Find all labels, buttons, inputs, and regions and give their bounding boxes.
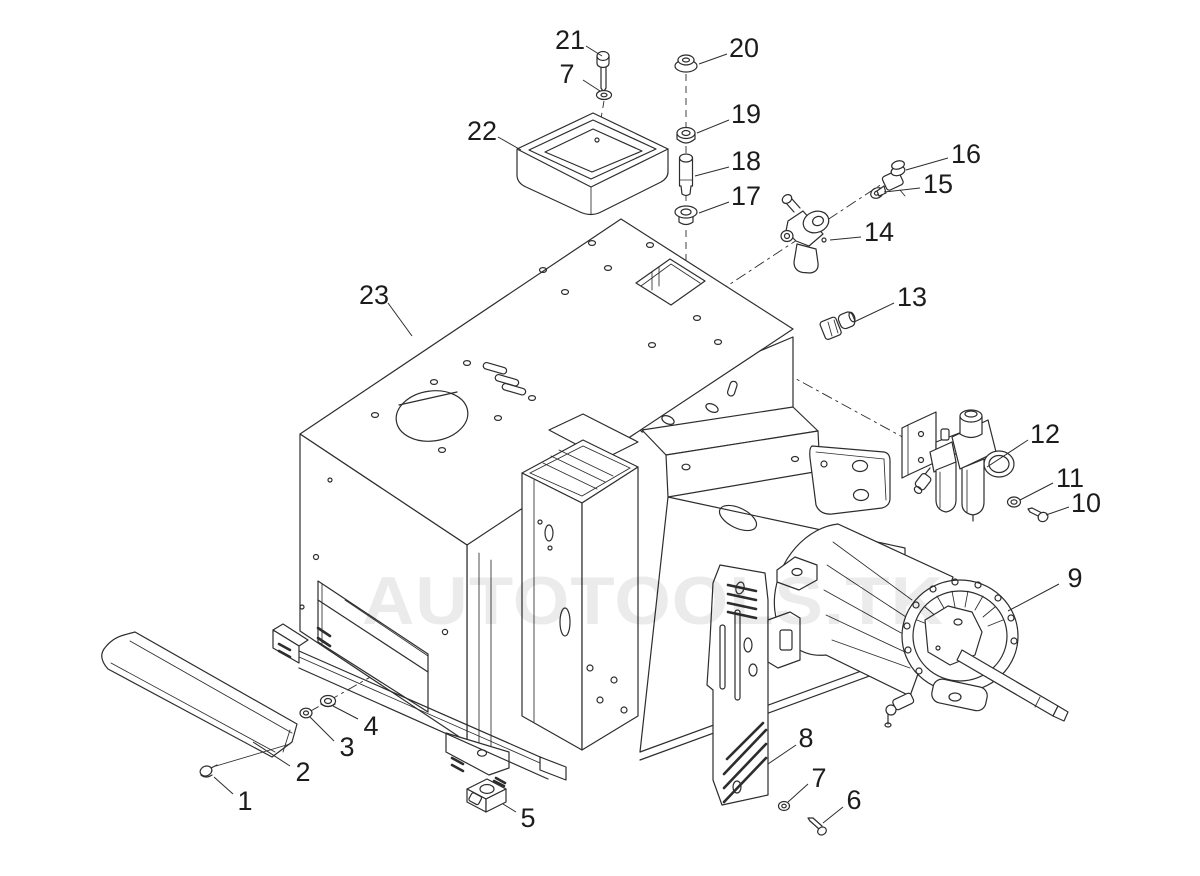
callout-label-7: 7: [811, 763, 826, 793]
callout-label-4: 4: [363, 711, 378, 741]
grommet-17: [674, 205, 698, 471]
plate-hatching: [722, 721, 768, 804]
callout-label-16: 16: [951, 139, 981, 169]
screw-21: [596, 50, 610, 93]
callout-leader-7: [787, 783, 809, 803]
nut-11: [1006, 496, 1022, 508]
tray: [516, 112, 669, 216]
callout-label-14: 14: [864, 217, 894, 247]
callout-label-6: 6: [846, 785, 861, 815]
nut-4: [319, 628, 449, 708]
callout-label-1: 1: [237, 786, 252, 816]
callout-leader-20: [698, 53, 728, 65]
callout-leader-10: [1045, 506, 1070, 516]
plate-slats: [726, 583, 758, 620]
callout-leader-22: [497, 136, 522, 151]
callout-leader-19: [696, 119, 730, 134]
bolt-1: [199, 743, 291, 778]
callout-label-17: 17: [731, 181, 761, 211]
callout-leader-13: [853, 302, 895, 323]
callout-label-9: 9: [1067, 563, 1082, 593]
callout-label-21: 21: [555, 25, 585, 55]
callout-label-5: 5: [520, 803, 535, 833]
nut-19: [676, 126, 696, 144]
callout-leader-18: [694, 166, 730, 177]
callout-leader-2: [252, 741, 291, 767]
callout-label-2: 2: [295, 757, 310, 787]
washer-7-bottom: [777, 800, 791, 812]
callout-leader-16: [905, 157, 949, 171]
callout-label-10: 10: [1071, 488, 1101, 518]
bolt-10: [1027, 507, 1049, 523]
callout-label-8: 8: [798, 723, 813, 753]
callout-label-23: 23: [359, 280, 389, 310]
callout-label-11: 11: [1056, 463, 1084, 493]
callout-leader-7: [582, 79, 601, 92]
callout-leader-5: [502, 803, 517, 813]
callout-label-3: 3: [339, 732, 354, 762]
callout-leader-9: [1007, 583, 1060, 612]
pressure-valve: [780, 194, 830, 274]
callout-leader-17: [698, 201, 730, 214]
callout-label-13: 13: [897, 282, 927, 312]
spacer-pin-18: [678, 153, 694, 197]
foot-pad: [466, 776, 507, 813]
washer-3: [299, 707, 313, 719]
callout-leader-3: [309, 716, 335, 742]
callout-leader-6: [822, 806, 844, 824]
callout-label-18: 18: [731, 146, 761, 176]
motor-assembly: [773, 523, 1069, 728]
callout-label-7: 7: [559, 59, 574, 89]
screw-6: [807, 817, 827, 836]
callout-leader-14: [829, 236, 862, 241]
callout-label-20: 20: [729, 33, 759, 63]
top-face-holes: [370, 240, 723, 454]
callout-leader-12: [986, 439, 1029, 468]
callout-leader-21: [585, 45, 603, 57]
callout-leader-4: [332, 705, 359, 720]
callout-label-19: 19: [731, 99, 761, 129]
callout-leader-23: [387, 302, 413, 337]
flange-nut-20: [674, 54, 698, 73]
side-plate: [706, 556, 818, 806]
callout-label-22: 22: [467, 116, 497, 146]
watermark-text: AUTOTOOLS.TK: [362, 563, 944, 639]
pedal-cover: [101, 631, 298, 758]
washer-7-top: [595, 89, 613, 101]
callout-label-15: 15: [923, 169, 953, 199]
callout-leader-1: [213, 776, 234, 795]
callout-leader-8: [767, 744, 797, 765]
air-filter-regulator-unit: [901, 409, 1015, 522]
elbow-fitting-16: [876, 160, 906, 197]
callout-leader-15: [883, 187, 921, 193]
callout-label-12: 12: [1030, 419, 1060, 449]
fitting-13: [819, 311, 856, 340]
callout-leader-11: [1019, 482, 1054, 501]
